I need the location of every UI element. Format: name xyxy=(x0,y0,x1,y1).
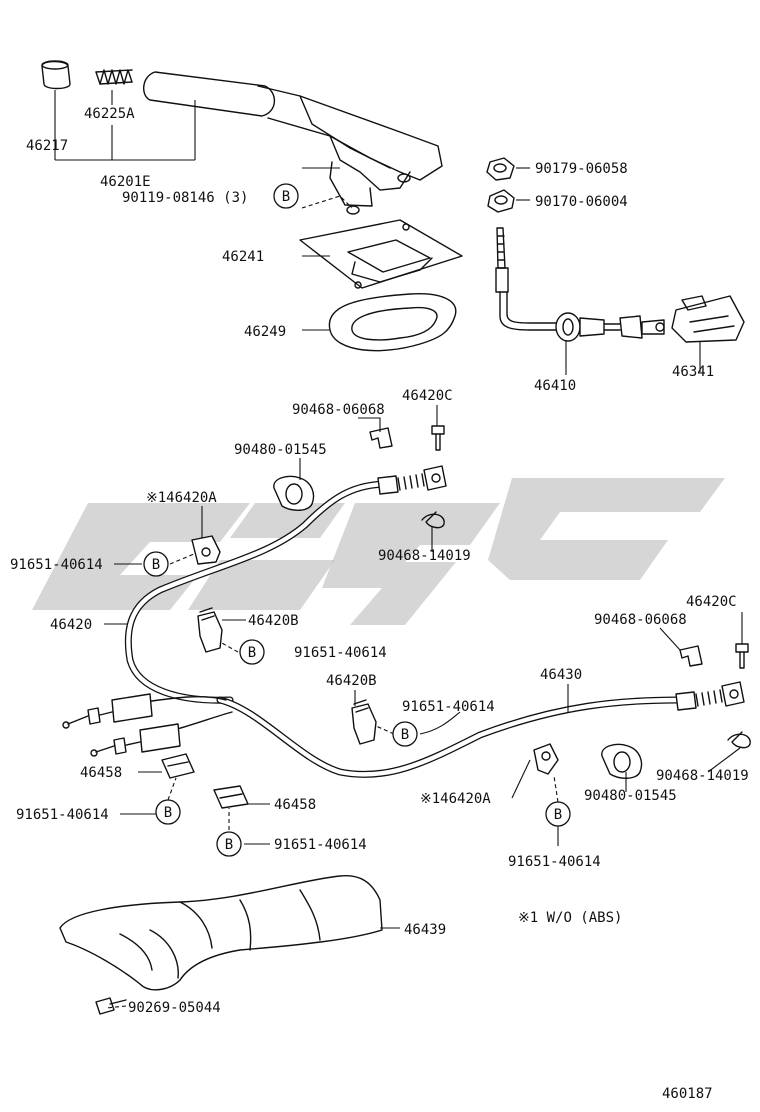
label-90179: 90179-06058 xyxy=(535,161,628,177)
nut-90170 xyxy=(487,189,515,213)
label-90119: 90119-08146 (3) xyxy=(122,190,248,206)
label-46217: 46217 xyxy=(26,138,68,154)
label-91651-b: 91651-40614 xyxy=(294,645,387,661)
label-46420B-lower: 46420B xyxy=(326,673,377,689)
label-46458-left: 46458 xyxy=(80,765,122,781)
label-91651-c: 91651-40614 xyxy=(402,699,495,715)
bolt-90269 xyxy=(95,997,127,1015)
label-46241: 46241 xyxy=(222,249,264,265)
label-46410: 46410 xyxy=(534,378,576,394)
label-46420: 46420 xyxy=(50,617,92,633)
clamp-46458-right xyxy=(213,785,249,809)
label-46201E: 46201E xyxy=(100,174,151,190)
lever-spring xyxy=(95,69,133,85)
pin-46420C-lower xyxy=(735,643,749,669)
rear-cable-46420 xyxy=(124,465,447,704)
clamp-46458-left xyxy=(161,753,195,779)
clip-90468-06068-lower xyxy=(679,645,703,667)
svg-text:B: B xyxy=(401,727,409,743)
bracket-146420A-upper xyxy=(191,535,221,565)
svg-text:B: B xyxy=(248,645,256,661)
pin-90468-14019-lower xyxy=(727,731,751,749)
label-91651-d: 91651-40614 xyxy=(16,807,109,823)
label-46225A: 46225A xyxy=(84,106,135,122)
label-90170: 90170-06004 xyxy=(535,194,628,210)
bracket-146420A-lower xyxy=(533,743,559,775)
label-146420A-lower: ※146420A xyxy=(420,791,491,807)
part-labels: 46217 46225A 46201E 90119-08146 (3) 4624… xyxy=(10,106,749,1102)
lever-bracket-plate xyxy=(299,219,463,289)
lever-boot xyxy=(328,293,457,352)
heat-insulator-46439 xyxy=(59,875,383,991)
grommet-90480-upper xyxy=(273,475,315,511)
pin-46420C-upper xyxy=(431,425,445,451)
label-46420C-upper: 46420C xyxy=(402,388,453,404)
svg-text:B: B xyxy=(554,807,562,823)
cable-ends-left xyxy=(62,693,233,757)
label-90269: 90269-05044 xyxy=(128,1000,221,1016)
front-brake-cable-46410 xyxy=(495,227,665,342)
label-90468-06068-upper: 90468-06068 xyxy=(292,402,385,418)
label-90468-14019-lower: 90468-14019 xyxy=(656,768,749,784)
parking-brake-lever xyxy=(143,71,443,215)
label-91651-e: 91651-40614 xyxy=(274,837,367,853)
bracket-46420B-upper xyxy=(197,607,223,653)
label-46439: 46439 xyxy=(404,922,446,938)
rear-cable-46430 xyxy=(216,681,745,778)
grommet-90480-lower xyxy=(601,743,643,779)
svg-text:B: B xyxy=(164,805,172,821)
label-46420B-upper: 46420B xyxy=(248,613,299,629)
bubble-b-5: B xyxy=(155,799,181,825)
bubble-b-2: B xyxy=(143,551,169,577)
pin-90468-14019-upper xyxy=(421,511,445,529)
watermark-logo xyxy=(32,478,725,625)
label-90480-lower: 90480-01545 xyxy=(584,788,677,804)
label-46458-right: 46458 xyxy=(274,797,316,813)
label-46420C-lower: 46420C xyxy=(686,594,737,610)
bubble-b-7: B xyxy=(545,801,571,827)
nut-90179 xyxy=(486,157,515,181)
bubble-b-6: B xyxy=(216,831,242,857)
svg-text:B: B xyxy=(152,557,160,573)
label-91651-f: 91651-40614 xyxy=(508,854,601,870)
leader-lines xyxy=(104,167,743,1009)
clip-90468-06068-upper xyxy=(369,427,393,449)
label-90468-06068-lower: 90468-06068 xyxy=(594,612,687,628)
note-abs: ※1 W/O (ABS) xyxy=(518,910,622,926)
label-90468-14019-upper: 90468-14019 xyxy=(378,548,471,564)
label-46341: 46341 xyxy=(672,364,714,380)
label-91651-a: 91651-40614 xyxy=(10,557,103,573)
label-146420A-upper: ※146420A xyxy=(146,490,217,506)
bracket-46420B-lower xyxy=(351,699,377,745)
svg-text:B: B xyxy=(282,189,290,205)
label-46430: 46430 xyxy=(540,667,582,683)
label-46249: 46249 xyxy=(244,324,286,340)
bubble-b-1: B xyxy=(273,183,299,209)
bubble-b-3: B xyxy=(239,639,265,665)
equalizer-46341 xyxy=(671,295,745,343)
bubble-b-4: B xyxy=(392,721,418,747)
label-90480-upper: 90480-01545 xyxy=(234,442,327,458)
diagram-number: 460187 xyxy=(662,1086,713,1102)
lever-grip-cap xyxy=(41,60,71,90)
svg-text:B: B xyxy=(225,837,233,853)
